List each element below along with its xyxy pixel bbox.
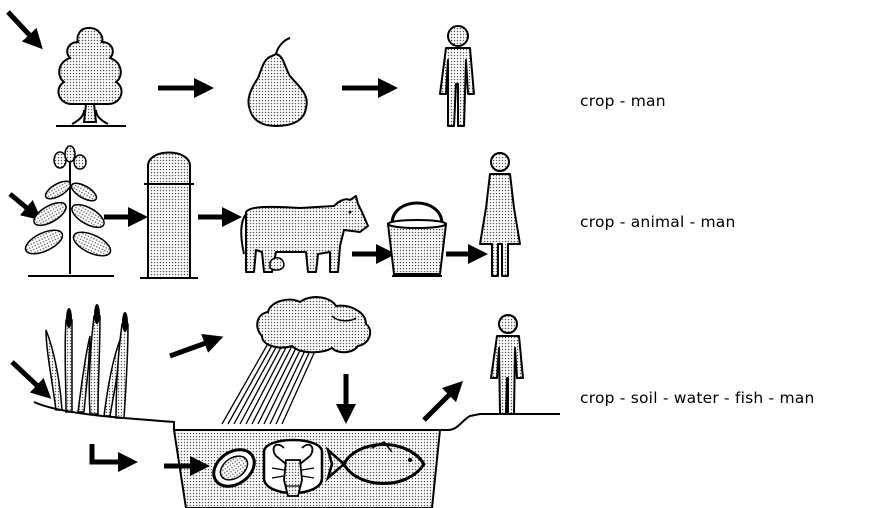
chain-label-crop-animal-man: crop - animal - man bbox=[580, 213, 736, 231]
woman-icon bbox=[480, 153, 520, 276]
sun-arrow-2 bbox=[10, 194, 34, 214]
arrow-soil-water bbox=[92, 444, 128, 462]
arrow-pond-man bbox=[424, 388, 456, 420]
leafy-plant-icon bbox=[22, 146, 114, 276]
crayfish-icon bbox=[264, 440, 322, 496]
silo-icon bbox=[140, 153, 198, 279]
row-3 bbox=[12, 297, 560, 508]
milk-pail-icon bbox=[388, 203, 446, 276]
row-1 bbox=[8, 12, 474, 126]
rain-cloud-icon bbox=[257, 297, 370, 352]
pear-icon bbox=[248, 38, 306, 126]
row-2 bbox=[10, 146, 520, 278]
man-icon bbox=[440, 26, 474, 126]
sun-arrow-3 bbox=[12, 362, 44, 392]
tree-icon bbox=[56, 28, 126, 126]
man-icon bbox=[491, 315, 523, 414]
sun-arrow-1 bbox=[8, 12, 36, 42]
chain-label-crop-man: crop - man bbox=[580, 92, 666, 110]
reed-plants-icon bbox=[46, 304, 128, 418]
chain-label-crop-soil-water-fish-man: crop - soil - water - fish - man bbox=[580, 389, 814, 407]
cow-icon bbox=[241, 196, 368, 272]
arrow-reeds-cloud bbox=[170, 340, 214, 356]
